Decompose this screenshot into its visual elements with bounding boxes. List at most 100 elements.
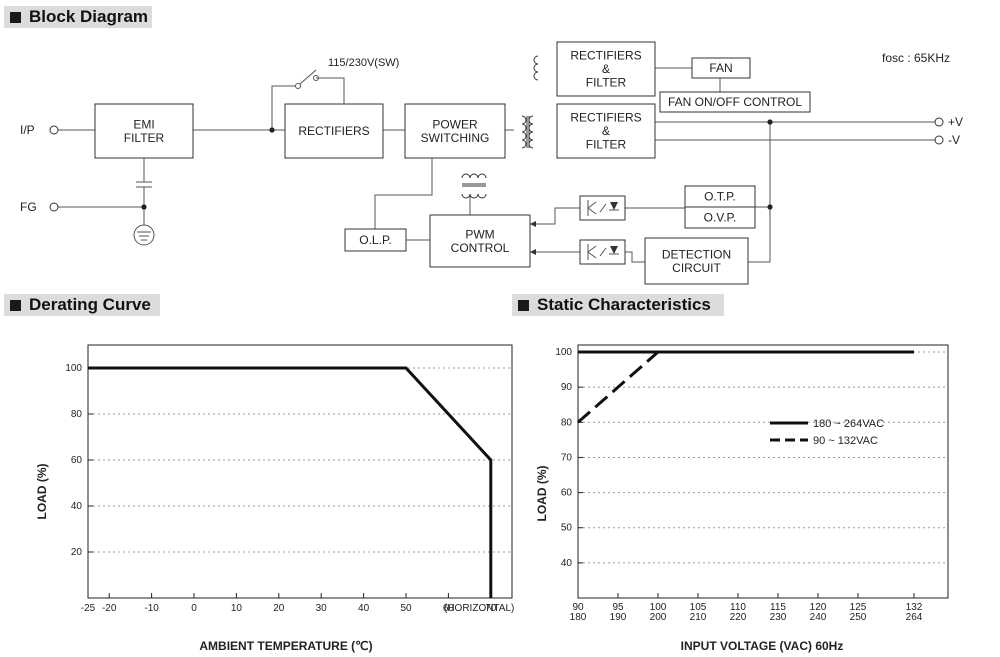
- block-fan: FAN: [691, 57, 751, 79]
- block-label: FILTER: [586, 138, 627, 152]
- x-tick-label-top: 110: [730, 602, 746, 613]
- square-bullet-icon: [10, 12, 21, 23]
- block-label: CIRCUIT: [672, 261, 721, 275]
- x-tick-label: 0: [191, 603, 197, 614]
- y-axis-label: LOAD (%): [535, 466, 549, 522]
- block-label: &: [602, 124, 610, 138]
- x-tick-label-top: 120: [810, 602, 827, 613]
- block-label: CONTROL: [451, 241, 510, 255]
- block-rectifiers: RECTIFIERS: [284, 103, 384, 159]
- x-tick-label-top: 100: [650, 602, 667, 613]
- plot-frame: [577, 344, 949, 599]
- legend: 180 ~ 264VAC 90 ~ 132VAC: [770, 418, 884, 447]
- square-bullet-icon: [10, 300, 21, 311]
- terminal-vminus: -V: [934, 133, 960, 147]
- block-label: RECTIFIERS: [298, 124, 369, 138]
- x-tick-label: -20: [102, 603, 117, 614]
- block-label: RECTIFIERS: [570, 111, 641, 125]
- block-rect-filter-main: RECTIFIERS&FILTER: [556, 103, 656, 159]
- legend-label: 180 ~ 264VAC: [813, 418, 884, 430]
- x-tick-label: 70: [485, 603, 497, 614]
- block-label: FAN ON/OFF CONTROL: [668, 95, 802, 109]
- fosc-label: fosc : 65KHz: [882, 51, 950, 65]
- x-tick-label-top: 132: [906, 602, 923, 613]
- x-tick-label-bottom: 250: [850, 612, 867, 623]
- y-tick-label: 90: [561, 382, 573, 393]
- x-tick-label-bottom: 190: [610, 612, 627, 623]
- y-tick-label: 100: [555, 347, 572, 358]
- switch-icon: [295, 69, 319, 89]
- x-tick-label-top: 90: [572, 602, 584, 613]
- junction-dots: [141, 119, 773, 210]
- x-tick-label: 30: [316, 603, 328, 614]
- block-label: &: [602, 62, 610, 76]
- block-label: DETECTION: [662, 247, 731, 261]
- transformer-fan-icon: [533, 55, 539, 81]
- block-diagram: 115/230V(SW) fosc : 65KHz I/P FG +V -V: [20, 41, 963, 285]
- block-label: FAN: [709, 61, 732, 75]
- optocoupler-icon: [579, 239, 626, 265]
- square-bullet-icon: [518, 300, 529, 311]
- block-rect-filter-top: RECTIFIERS&FILTER: [556, 41, 656, 97]
- x-tick-label: -10: [144, 603, 159, 614]
- transformer-aux-icon: [461, 173, 487, 199]
- block-otp: O.T.P.: [684, 185, 756, 208]
- section-title: Block Diagram: [29, 7, 149, 26]
- block-label: FILTER: [124, 131, 165, 145]
- y-tick-label: 20: [71, 547, 83, 558]
- x-tick-label: 60: [443, 603, 455, 614]
- section-title: Static Characteristics: [537, 295, 711, 314]
- terminal-fg: FG: [20, 200, 59, 214]
- x-tick-label: 40: [358, 603, 370, 614]
- x-tick-label-bottom: 200: [650, 612, 667, 623]
- block-label: O.T.P.: [704, 190, 736, 204]
- x-tick-label: -25: [81, 603, 96, 614]
- x-tick-label-bottom: 264: [906, 612, 923, 623]
- block-fan-control: FAN ON/OFF CONTROL: [659, 91, 811, 113]
- derating-line: [88, 366, 493, 598]
- section-header-block-diagram: Block Diagram: [4, 6, 152, 28]
- transformer-main-icon: [521, 115, 534, 149]
- block-label: FILTER: [586, 76, 627, 90]
- block-label: SWITCHING: [421, 131, 490, 145]
- y-tick-label: 40: [561, 558, 573, 569]
- x-tick-label-top: 105: [690, 602, 707, 613]
- block-ovp: O.V.P.: [684, 206, 756, 229]
- svg-text:+V: +V: [948, 115, 963, 129]
- x-tick-label-bottom: 230: [770, 612, 787, 623]
- y-tick-label: 100: [65, 363, 82, 374]
- y-tick-label: 40: [71, 501, 83, 512]
- y-tick-label: 80: [71, 409, 83, 420]
- x-tick-label-bottom: 180: [570, 612, 587, 623]
- section-header-static-characteristics: Static Characteristics: [512, 294, 724, 316]
- y-tick-label: 70: [561, 452, 573, 463]
- x-tick-label-bottom: 240: [810, 612, 827, 623]
- section-title: Derating Curve: [29, 295, 151, 314]
- x-tick-label: 10: [231, 603, 243, 614]
- svg-text:I/P: I/P: [20, 123, 35, 137]
- optocoupler-icon: [579, 195, 626, 221]
- static-characteristics-chart: 4050607080901009018095190100200105210110…: [535, 344, 949, 653]
- svg-text:FG: FG: [20, 200, 37, 214]
- x-tick-label: 20: [273, 603, 285, 614]
- terminal-vplus: +V: [934, 115, 963, 129]
- block-olp: O.L.P.: [344, 228, 407, 252]
- plot-frame: [87, 344, 513, 599]
- block-label: PWM: [465, 227, 494, 241]
- x-axis-suffix: (HORIZONTAL): [444, 603, 514, 614]
- terminal-ip: I/P: [20, 123, 59, 137]
- x-axis-label: AMBIENT TEMPERATURE (℃): [199, 639, 372, 653]
- legend-label: 90 ~ 132VAC: [813, 435, 878, 447]
- y-tick-label: 80: [561, 417, 573, 428]
- section-header-derating-curve: Derating Curve: [4, 294, 160, 316]
- block-label: RECTIFIERS: [570, 49, 641, 63]
- y-tick-label: 60: [71, 455, 83, 466]
- block-label: O.L.P.: [359, 233, 391, 247]
- svg-text:-V: -V: [948, 133, 960, 147]
- x-tick-label-bottom: 220: [730, 612, 747, 623]
